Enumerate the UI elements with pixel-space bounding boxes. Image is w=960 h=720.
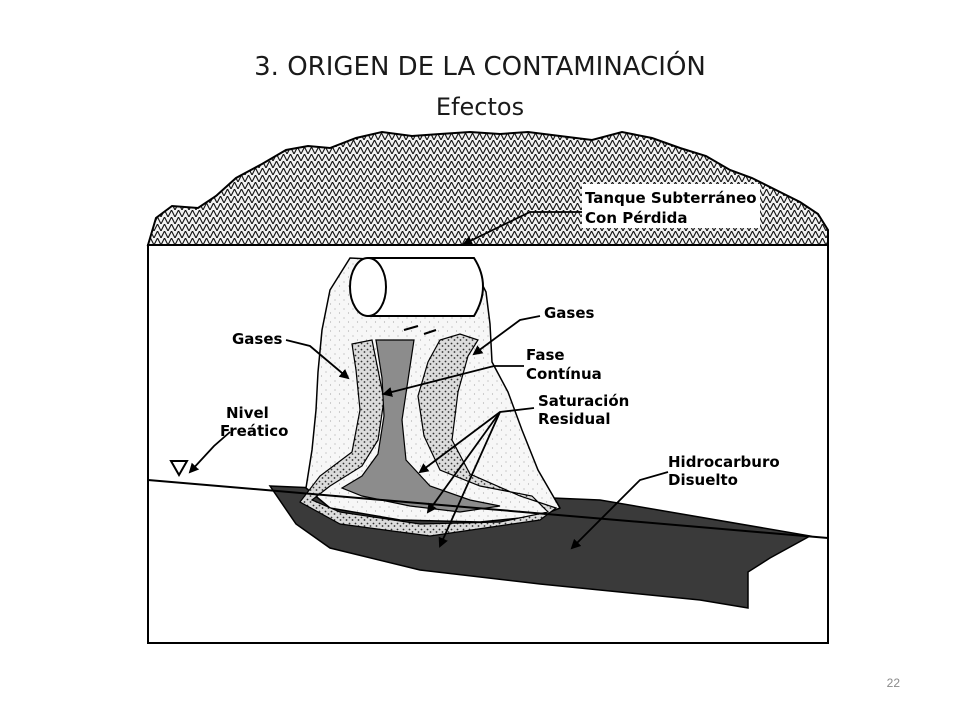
- slide-title: 3. ORIGEN DE LA CONTAMINACIÓN: [254, 52, 706, 82]
- tank-label-line1: Tanque Subterráneo: [585, 189, 757, 207]
- water-table-line: [147, 479, 829, 539]
- hidro-label-line2: Disuelto: [668, 471, 738, 489]
- hidro-label-line1: Hidrocarburo: [668, 453, 780, 471]
- fase-label-line1: Fase: [526, 346, 565, 364]
- nivel-label-line1: Nivel: [226, 404, 269, 422]
- saturacion-label-line2: Residual: [538, 410, 610, 428]
- page-number: 22: [886, 676, 900, 690]
- tank-pointer-arrow: [462, 211, 584, 246]
- nivel-arrow: [188, 431, 231, 474]
- nivel-label-line2: Freático: [220, 422, 289, 440]
- slide-subtitle: Efectos: [435, 93, 525, 121]
- hidro-arrow: [570, 471, 669, 550]
- fase-arrow: [382, 365, 524, 397]
- water-table-symbol: [169, 460, 189, 478]
- fase-label-line2: Contínua: [526, 365, 602, 383]
- saturacion-arrow-2: [426, 411, 501, 514]
- saturacion-label-line1: Saturación: [538, 392, 629, 410]
- gases-right-arrow: [472, 315, 541, 356]
- saturacion-arrow-3: [438, 411, 501, 548]
- gases-right-label: Gases: [544, 304, 595, 322]
- leaking-tank: [349, 257, 484, 335]
- gases-left-label: Gases: [232, 330, 283, 348]
- gases-left-arrow: [285, 339, 350, 380]
- continuous-phase: [340, 339, 501, 513]
- tank-label-bg: [582, 184, 760, 228]
- tank-label-line2: Con Pérdida: [585, 209, 688, 227]
